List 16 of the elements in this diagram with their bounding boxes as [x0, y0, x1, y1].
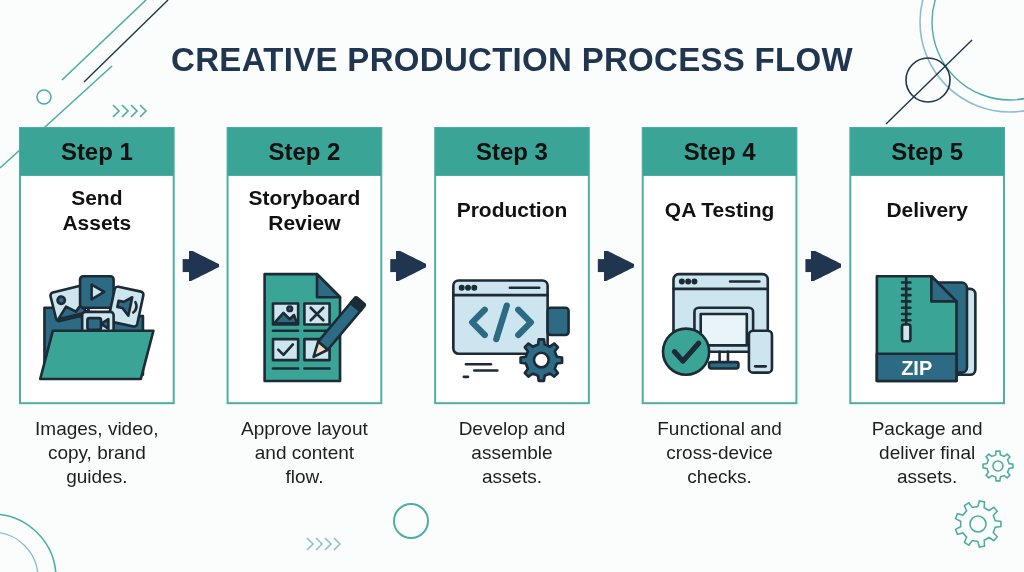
step-description: Functional and cross-device checks.	[656, 417, 783, 489]
step-header: Step 5	[850, 128, 1004, 176]
step-description: Develop and assemble assets.	[457, 417, 567, 489]
step-description: Images, video, copy, brand guides.	[34, 417, 160, 489]
step-title: Storyboard Review	[247, 184, 362, 235]
step-header: Step 4	[642, 128, 797, 176]
step-description: Package and deliver final assets.	[870, 417, 984, 489]
step-title: Production	[455, 197, 569, 223]
step-description: Approve layout and content flow.	[240, 417, 369, 489]
step-title: Delivery	[885, 197, 969, 223]
diagram-title: CREATIVE PRODUCTION PROCESS FLOW	[171, 40, 853, 80]
step-header: Step 2	[227, 128, 382, 176]
step-header: Step 1	[20, 128, 174, 176]
step-title: Send Assets	[61, 184, 133, 235]
step-header: Step 3	[435, 128, 589, 176]
step-title: QA Testing	[663, 197, 776, 223]
